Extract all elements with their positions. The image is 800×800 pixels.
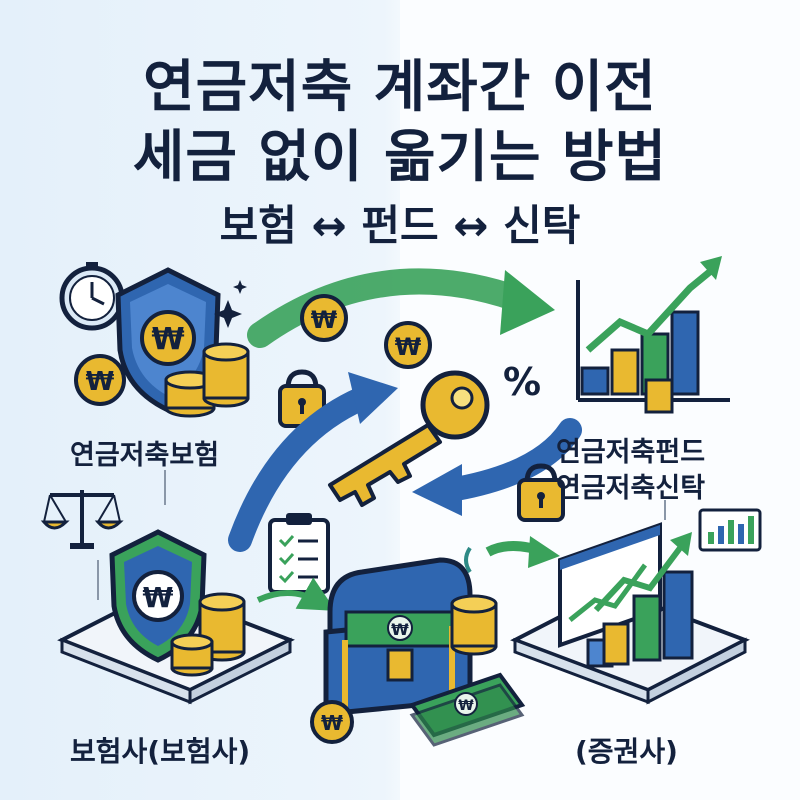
curved-arrow-icon xyxy=(228,372,398,552)
won-symbol: ₩ xyxy=(395,333,422,361)
clock-icon xyxy=(59,262,125,331)
clipboard-icon xyxy=(268,513,330,594)
title-line-3: 보험 ↔ 펀드 ↔ 신탁 xyxy=(219,201,581,250)
won-symbol: ₩ xyxy=(86,367,115,397)
percent-icon: % xyxy=(503,360,541,404)
label-fund: 연금저축펀드 xyxy=(556,437,706,468)
won-symbol: ₩ xyxy=(151,322,184,357)
treasure-chest-icon: ₩ xyxy=(323,557,473,717)
won-symbol: ₩ xyxy=(143,581,174,614)
lock-icon xyxy=(517,463,565,522)
label-insurer: 보험사(보험사) xyxy=(70,735,251,768)
title-line-2: 세금 없이 옮기는 방법 xyxy=(132,125,668,190)
arrow-icon xyxy=(464,546,472,574)
balance-scale-icon xyxy=(40,490,124,549)
coin-icon: ₩ xyxy=(300,294,348,342)
title-line-1: 연금저축 계좌간 이전 xyxy=(143,55,657,120)
label-securities: (증권사) xyxy=(575,735,678,768)
cash-stack-icon: ₩ xyxy=(408,672,526,747)
bar-chart-icon xyxy=(576,256,730,414)
mini-chart-card-icon xyxy=(698,508,762,552)
won-symbol: ₩ xyxy=(311,306,338,334)
coin-icon: ₩ xyxy=(74,354,126,406)
curved-arrow-icon xyxy=(247,268,555,348)
shield-icon: ₩ xyxy=(109,529,207,663)
won-symbol: ₩ xyxy=(458,698,474,714)
label-insurance: 연금저축보험 xyxy=(70,440,220,471)
won-symbol: ₩ xyxy=(321,711,343,735)
curved-arrow-icon xyxy=(412,418,582,516)
coin-icon: ₩ xyxy=(310,700,354,744)
coin-icon: ₩ xyxy=(384,321,432,369)
bar-chart-icon xyxy=(586,532,694,668)
won-symbol: ₩ xyxy=(391,620,409,639)
sparkle-icon xyxy=(214,280,247,328)
arrow-head-icon xyxy=(528,536,560,568)
coin-stack-icon xyxy=(170,592,246,677)
coin-stack-icon xyxy=(450,594,498,656)
key-icon xyxy=(328,370,490,507)
coin-stack-icon xyxy=(164,342,250,418)
arrow-icon xyxy=(256,577,336,611)
label-trust: 연금저축신탁 xyxy=(556,473,706,504)
